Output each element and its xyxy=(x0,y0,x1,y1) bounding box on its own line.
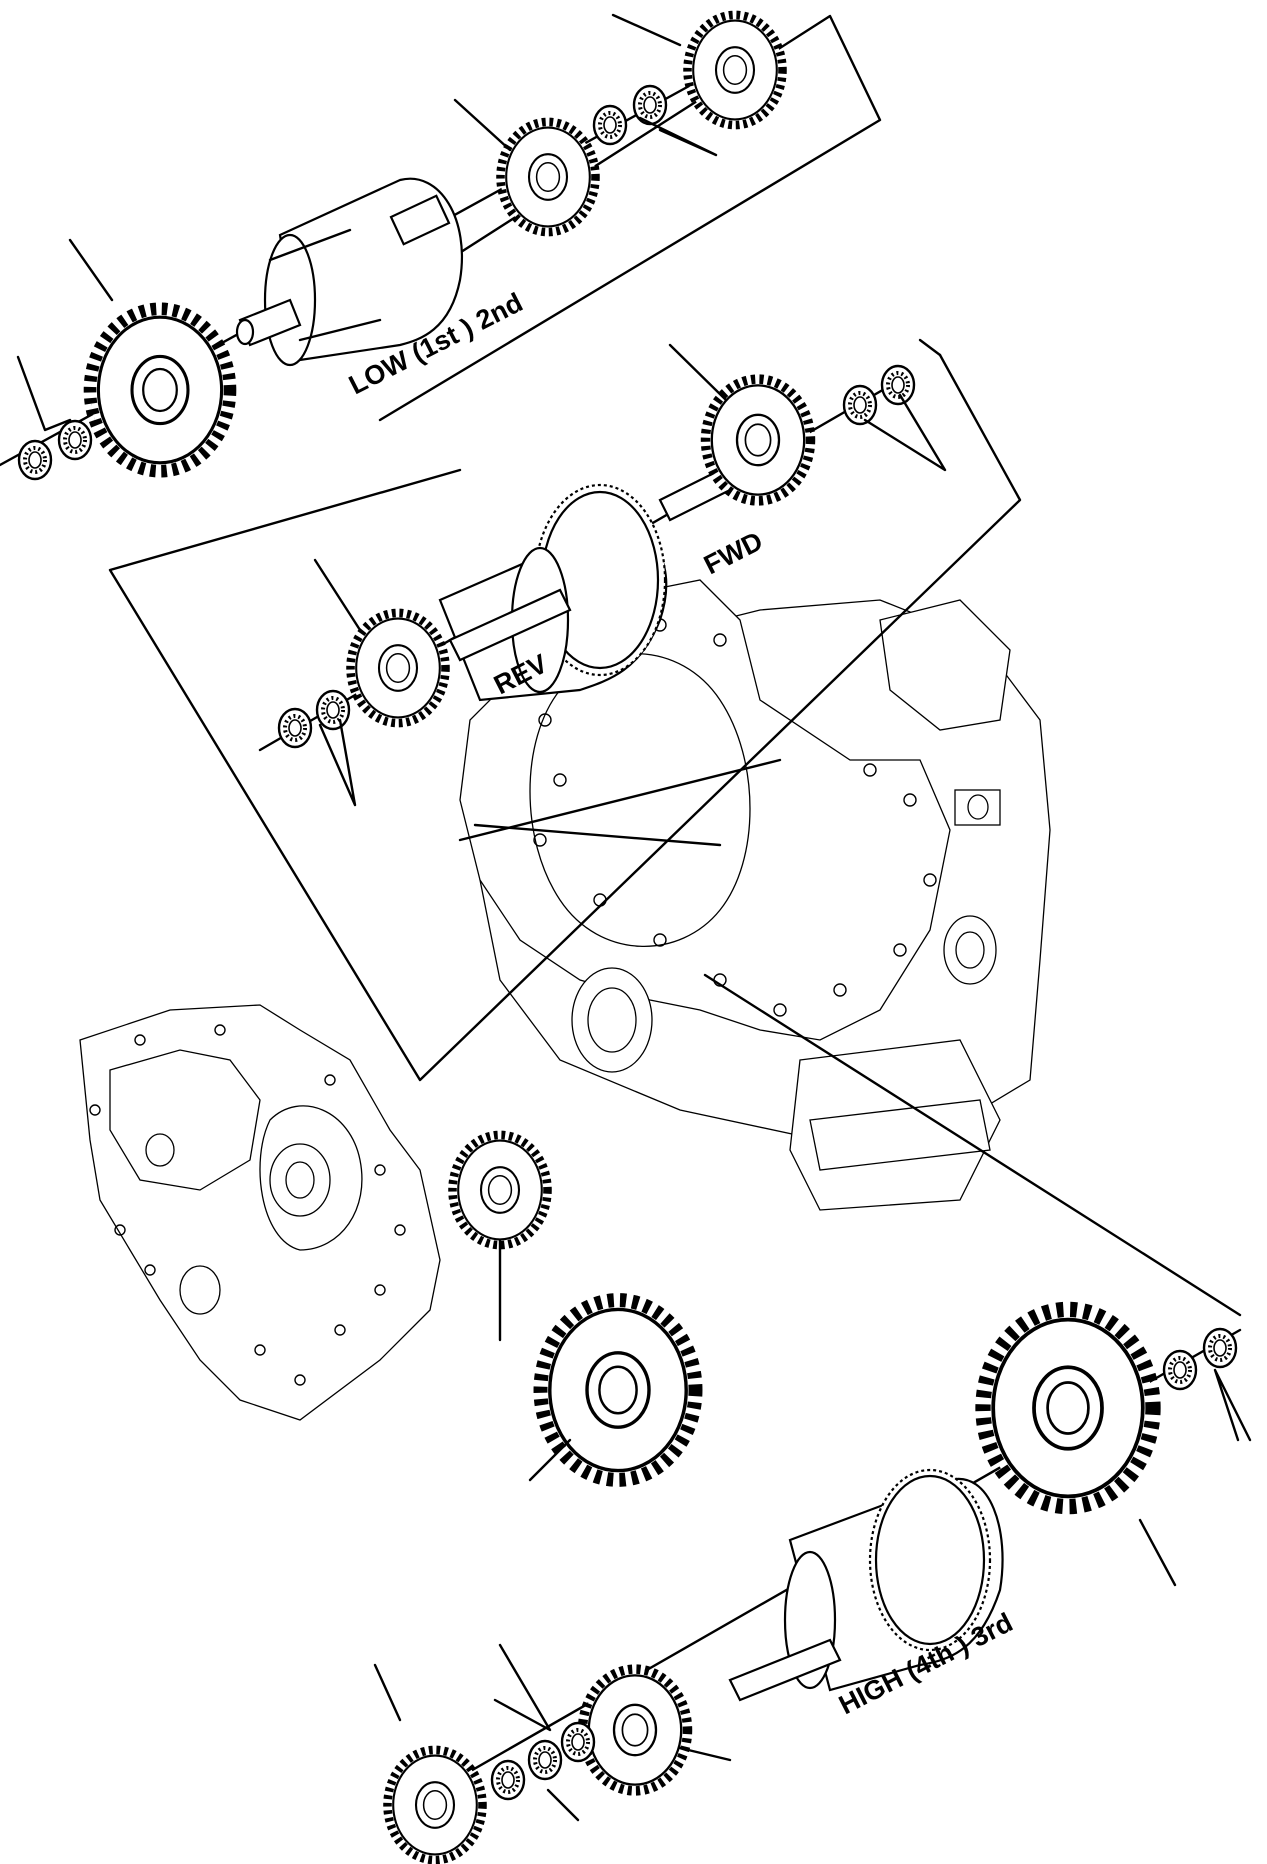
second-gear xyxy=(501,122,596,232)
bearing-high-5 xyxy=(560,1721,596,1763)
bearing-high-4 xyxy=(527,1739,563,1781)
bearing-high-2 xyxy=(1202,1327,1238,1369)
low-2nd-shaft-assembly xyxy=(0,78,702,467)
bottom-gear xyxy=(388,1750,483,1860)
low-gear-large xyxy=(90,309,230,471)
fwd-rev-shaft-assembly xyxy=(258,378,902,752)
callout-lines xyxy=(16,13,1252,1822)
bearing-high-1 xyxy=(1162,1349,1198,1391)
fwd-gear xyxy=(706,379,811,501)
bearing-fwd-2 xyxy=(880,364,916,406)
top-gear-low xyxy=(688,15,783,125)
label-fwd: FWD xyxy=(699,526,767,581)
high-small-gear xyxy=(583,1669,688,1791)
bearing-rev-1 xyxy=(277,707,313,749)
bearing-low-1 xyxy=(17,439,53,481)
bearing-rev-2 xyxy=(315,689,351,731)
high-3rd-shaft-assembly xyxy=(418,1328,1242,1802)
bracket-fwd-rev xyxy=(108,338,1022,1082)
bearing-high-3 xyxy=(490,1759,526,1801)
high-3rd-large-gear xyxy=(983,1309,1153,1506)
bearing-low-2 xyxy=(57,419,93,461)
idler-gear-lower xyxy=(541,1300,696,1480)
transmission-housing xyxy=(459,579,1051,1211)
rev-gear xyxy=(351,613,446,723)
bearing-fwd-1 xyxy=(842,384,878,426)
bearing-low-4 xyxy=(632,84,668,126)
bearing-low-3 xyxy=(592,104,628,146)
idler-gear-upper xyxy=(453,1135,548,1245)
transmission-cover-plate xyxy=(79,1004,441,1421)
